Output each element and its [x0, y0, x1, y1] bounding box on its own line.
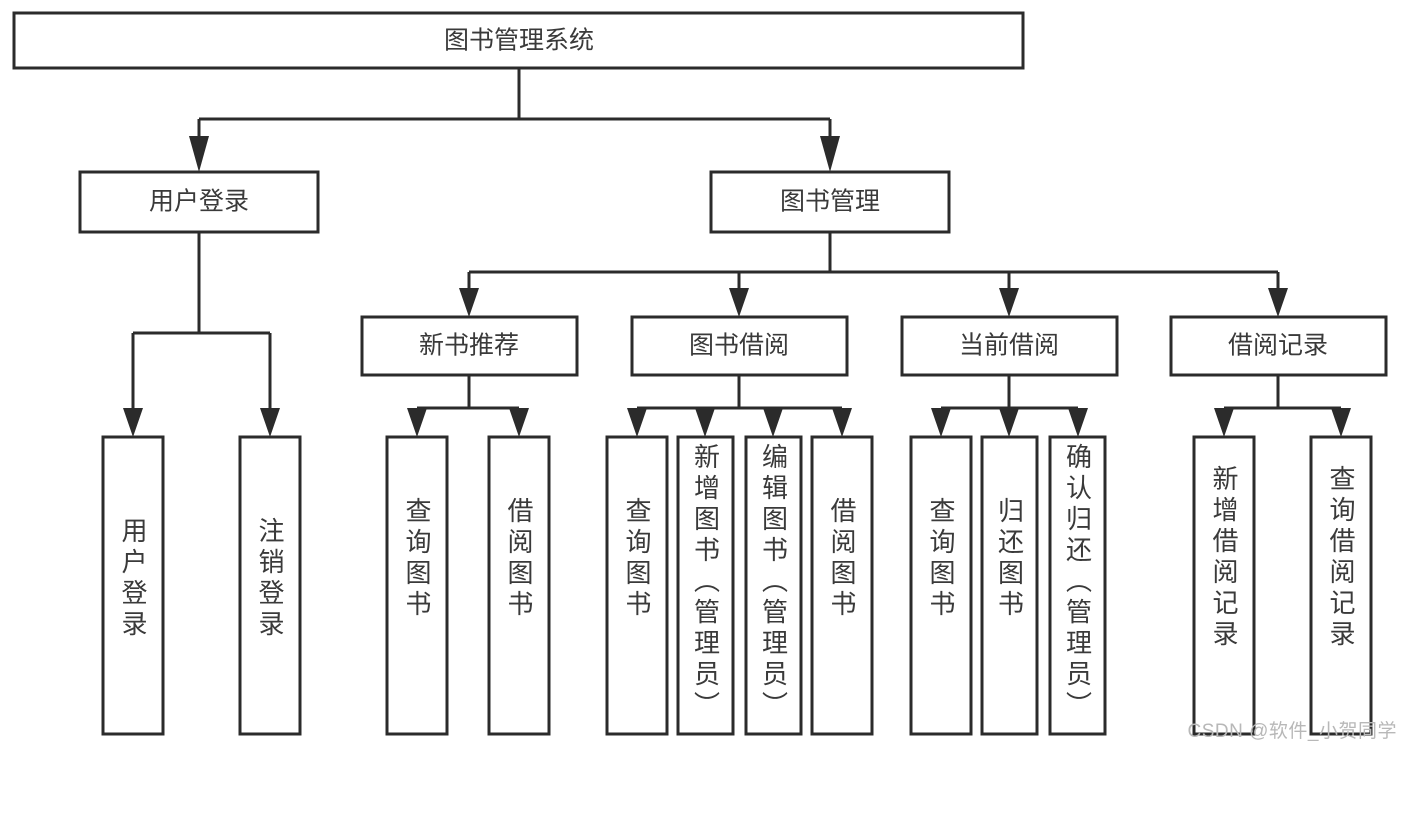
arrowhead-book-mgmt	[820, 136, 840, 172]
flowchart-canvas: 图书管理系统 用户登录 图书管理 新书推荐 图书借阅 当前借阅 借阅记录	[12, 11, 1397, 742]
leaf-user-login-1[interactable]	[238, 435, 302, 736]
node-book-borrow-label: 图书借阅	[689, 332, 789, 360]
arrowhead-borrow	[729, 288, 749, 317]
arrowhead-leaf-ul-0	[123, 408, 143, 437]
arrowhead-leaf-nb-1	[509, 408, 529, 437]
arrowhead-current	[999, 288, 1019, 317]
arrowhead-leaf-br-0	[1214, 408, 1234, 437]
leaf-new-book-1[interactable]	[487, 435, 551, 736]
arrowhead-newbook	[459, 288, 479, 317]
node-group: 图书管理系统 用户登录 图书管理 新书推荐 图书借阅 当前借阅 借阅记录	[12, 11, 1388, 736]
arrowhead-leaf-bb-3	[832, 408, 852, 437]
node-book-management-label: 图书管理	[780, 188, 880, 216]
leaf-borrow-record-0[interactable]	[1192, 435, 1256, 736]
node-new-book-recommend[interactable]	[360, 315, 579, 377]
node-new-book-recommend-label: 新书推荐	[419, 332, 519, 360]
arrowhead-leaf-br-1	[1331, 408, 1351, 437]
leaf-new-book-0[interactable]	[385, 435, 449, 736]
arrowhead-record	[1268, 288, 1288, 317]
node-user-login[interactable]	[78, 170, 320, 234]
node-user-login-label: 用户登录	[149, 188, 249, 216]
arrowhead-user-login	[189, 136, 209, 172]
node-root[interactable]	[12, 11, 1025, 70]
leaf-user-login-0[interactable]	[101, 435, 165, 736]
leaf-book-borrow-2[interactable]	[744, 435, 803, 736]
flowchart-svg: 图书管理系统 用户登录 图书管理 新书推荐 图书借阅 当前借阅 借阅记录	[12, 11, 1388, 736]
arrowhead-leaf-bb-1	[695, 408, 715, 437]
node-borrow-record[interactable]	[1169, 315, 1388, 377]
leaf-book-borrow-0[interactable]	[605, 435, 669, 736]
leaf-borrow-record-1[interactable]	[1309, 435, 1373, 736]
node-borrow-record-label: 借阅记录	[1228, 332, 1328, 360]
arrowhead-leaf-cb-1	[999, 408, 1019, 437]
arrowhead-leaf-nb-0	[407, 408, 427, 437]
node-current-borrow-label: 当前借阅	[959, 332, 1059, 360]
arrowhead-leaf-ul-1	[260, 408, 280, 437]
arrowhead-group	[123, 136, 1351, 437]
leaf-current-borrow-2[interactable]	[1048, 435, 1107, 736]
leaf-current-borrow-1[interactable]	[980, 435, 1039, 736]
node-book-management[interactable]	[709, 170, 951, 234]
arrowhead-leaf-cb-0	[931, 408, 951, 437]
arrowhead-leaf-cb-2	[1068, 408, 1088, 437]
leaf-book-borrow-3[interactable]	[810, 435, 874, 736]
leaf-book-borrow-1[interactable]	[676, 435, 735, 736]
node-root-label: 图书管理系统	[444, 27, 594, 55]
arrowhead-leaf-bb-0	[627, 408, 647, 437]
node-current-borrow[interactable]	[900, 315, 1119, 377]
arrowhead-leaf-bb-2	[763, 408, 783, 437]
leaf-current-borrow-0[interactable]	[909, 435, 973, 736]
node-book-borrow[interactable]	[630, 315, 849, 377]
